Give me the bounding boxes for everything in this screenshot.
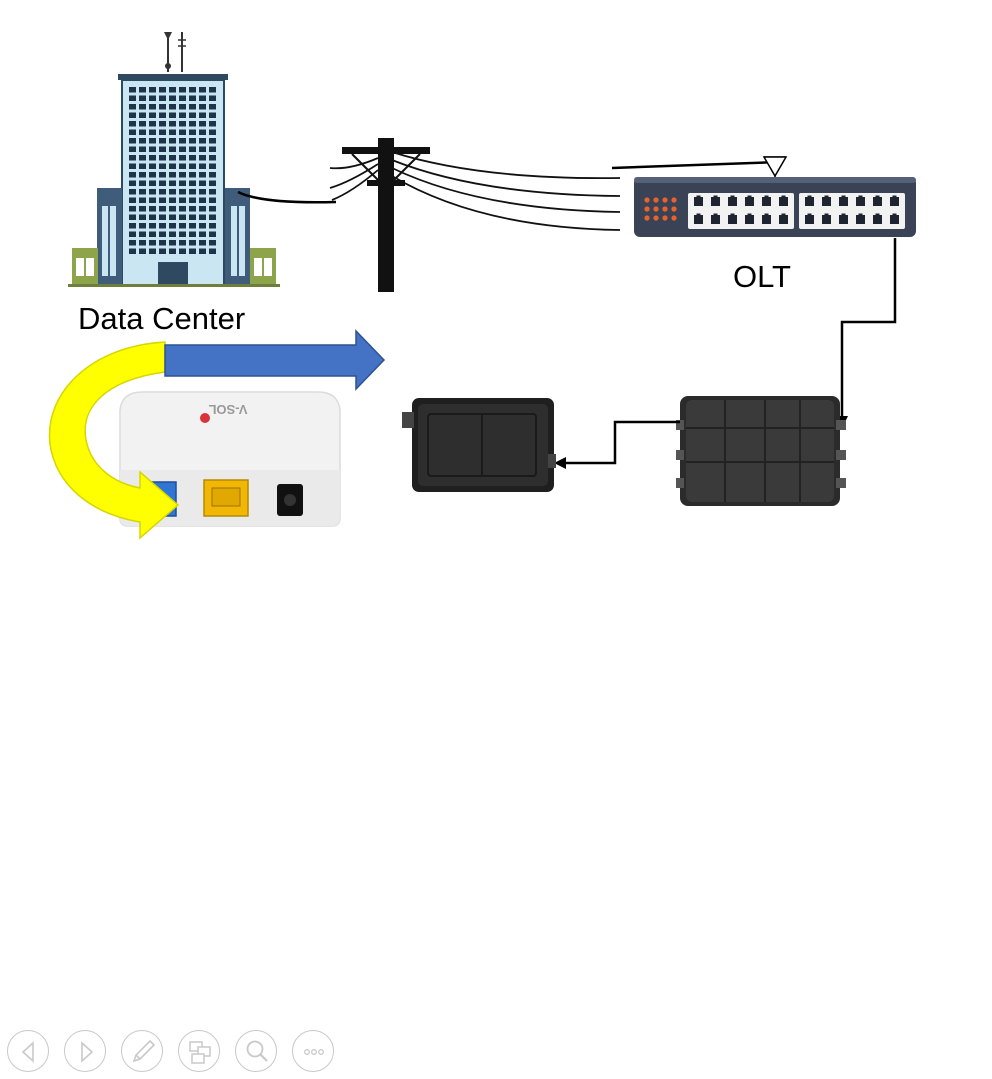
ont-device-icon: V-SOL bbox=[119, 391, 341, 527]
cable-marker-icon bbox=[762, 156, 788, 180]
cable-building-to-pole bbox=[237, 190, 337, 204]
cable-splitter-to-terminal bbox=[566, 420, 680, 465]
previous-slide-button[interactable] bbox=[7, 1030, 49, 1072]
cable-pole-to-olt bbox=[611, 160, 781, 170]
terminal-box-icon bbox=[402, 398, 556, 492]
ont-brand-logo: V-SOL bbox=[208, 402, 247, 417]
yellow-curved-arrow-icon bbox=[48, 341, 180, 540]
arrowhead-left-icon bbox=[554, 457, 566, 469]
data-center-label: Data Center bbox=[78, 301, 246, 336]
olt-label: OLT bbox=[733, 259, 791, 294]
blue-arrow-icon bbox=[164, 329, 386, 391]
slides-grid-icon bbox=[189, 1041, 211, 1064]
see-all-slides-button[interactable] bbox=[178, 1030, 220, 1072]
more-options-button[interactable] bbox=[292, 1030, 334, 1072]
zoom-button[interactable] bbox=[235, 1030, 277, 1072]
chevron-right-icon bbox=[81, 1041, 94, 1063]
chevron-left-icon bbox=[21, 1041, 34, 1063]
data-center-building-icon bbox=[68, 32, 280, 287]
pen-tool-button[interactable] bbox=[121, 1030, 163, 1072]
utility-pole-icon bbox=[329, 138, 621, 292]
pen-icon bbox=[132, 1039, 156, 1063]
olt-device-icon bbox=[634, 177, 916, 237]
cable-olt-to-splitter bbox=[840, 238, 897, 420]
magnifier-icon bbox=[246, 1040, 268, 1062]
next-slide-button[interactable] bbox=[64, 1030, 106, 1072]
more-dots-icon bbox=[304, 1049, 324, 1055]
splitter-enclosure-icon bbox=[676, 396, 846, 506]
